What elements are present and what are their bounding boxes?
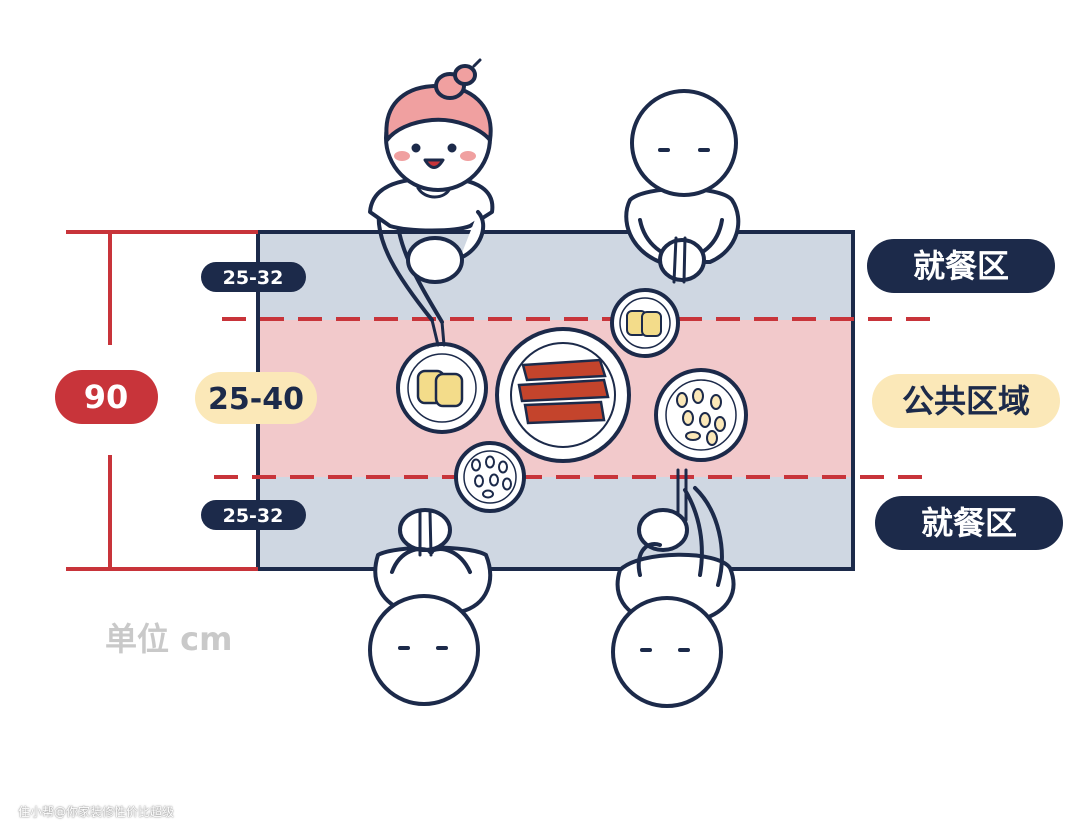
zone-public-label: 公共区域 <box>902 382 1030 420</box>
bean-plate-icon <box>654 368 748 462</box>
width-dimension-label: 90 <box>84 378 129 416</box>
tofu-plate-icon <box>396 342 488 434</box>
person-diner-icon <box>624 89 741 284</box>
zone-public-pill <box>872 374 1060 428</box>
braised-meat-plate-icon <box>495 327 631 463</box>
person-diner-icon <box>368 508 493 706</box>
unit-label: 单位 cm <box>105 620 232 658</box>
girl-diner-icon <box>368 58 495 347</box>
watermark-text: 住小帮@你家装修性价比超级 <box>18 805 175 819</box>
public-depth-pill <box>195 372 317 424</box>
zone-dining-top-label: 就餐区 <box>913 247 1009 285</box>
seat-depth-bottom-pill <box>201 500 306 530</box>
zone-dining-top-pill <box>867 239 1055 293</box>
seat-depth-top-pill <box>201 262 306 292</box>
public-depth-label: 25-40 <box>208 382 304 417</box>
seat-depth-bottom-label: 25-32 <box>223 505 284 527</box>
zone-dining-bottom-pill <box>875 496 1063 550</box>
tofu-plate-icon <box>610 288 680 358</box>
width-dimension-bracket <box>66 230 258 571</box>
bean-plate-icon <box>454 441 526 513</box>
zone-dining-bottom-label: 就餐区 <box>921 504 1017 542</box>
person-diner-icon <box>611 468 736 708</box>
width-dimension-pill <box>55 370 158 424</box>
seat-depth-top-label: 25-32 <box>223 267 284 289</box>
